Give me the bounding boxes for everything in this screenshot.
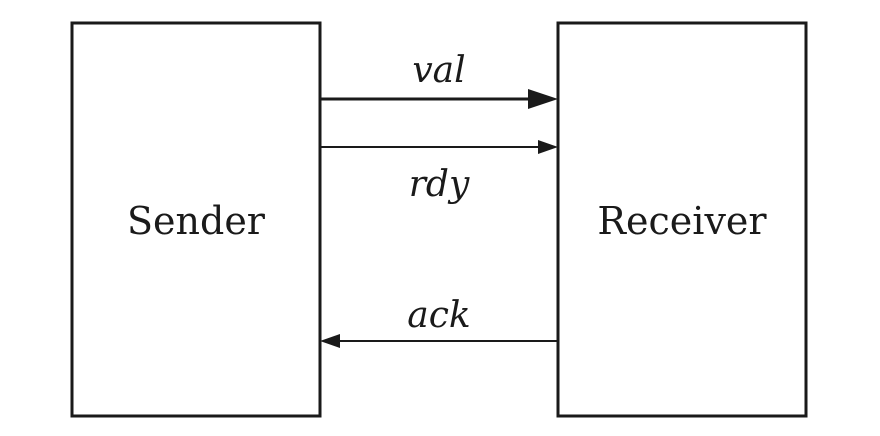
sender-block: Sender [70,21,322,418]
receiver-box [556,21,808,418]
ack-label: ack [407,295,470,336]
receiver-label: Receiver [597,199,767,243]
val-signal: val [320,50,558,109]
val-label: val [412,50,465,91]
rdy-arrowhead [538,140,558,154]
rdy-label: rdy [409,164,470,205]
sender-label: Sender [127,199,266,243]
ack-arrowhead [320,334,340,348]
rdy-signal: rdy [320,140,558,205]
ack-signal: ack [320,295,558,348]
val-arrowhead [528,89,558,109]
receiver-block: Receiver [556,21,808,418]
sender-box [70,21,322,418]
